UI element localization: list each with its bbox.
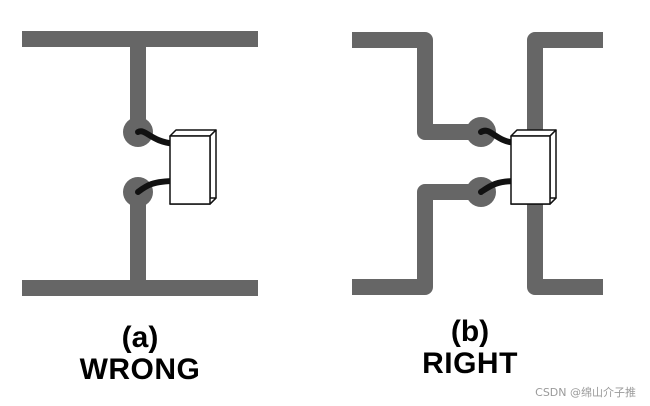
panel-a-wrong <box>22 31 258 296</box>
capacitor-component-b <box>510 129 557 205</box>
panel-b-verdict: RIGHT <box>422 347 518 380</box>
panel-b-letter: (b) <box>450 315 490 348</box>
pcb-trace-a <box>22 31 258 296</box>
trace-top-left-b <box>352 32 480 140</box>
capacitor-component-a <box>169 129 217 205</box>
panel-a-verdict: WRONG <box>79 353 201 386</box>
caption-panel-b: (b) RIGHT <box>390 316 550 380</box>
trace-top-right-b <box>527 32 603 133</box>
trace-bottom-left-b <box>352 184 480 295</box>
pcb-trace-b <box>352 32 603 295</box>
caption-panel-a: (a) WRONG <box>60 322 220 386</box>
watermark-text: CSDN @绵山介子推 <box>535 386 636 399</box>
trace-bottom-right-b <box>527 202 603 295</box>
panel-b-right <box>352 32 603 295</box>
panel-a-letter: (a) <box>121 321 159 354</box>
